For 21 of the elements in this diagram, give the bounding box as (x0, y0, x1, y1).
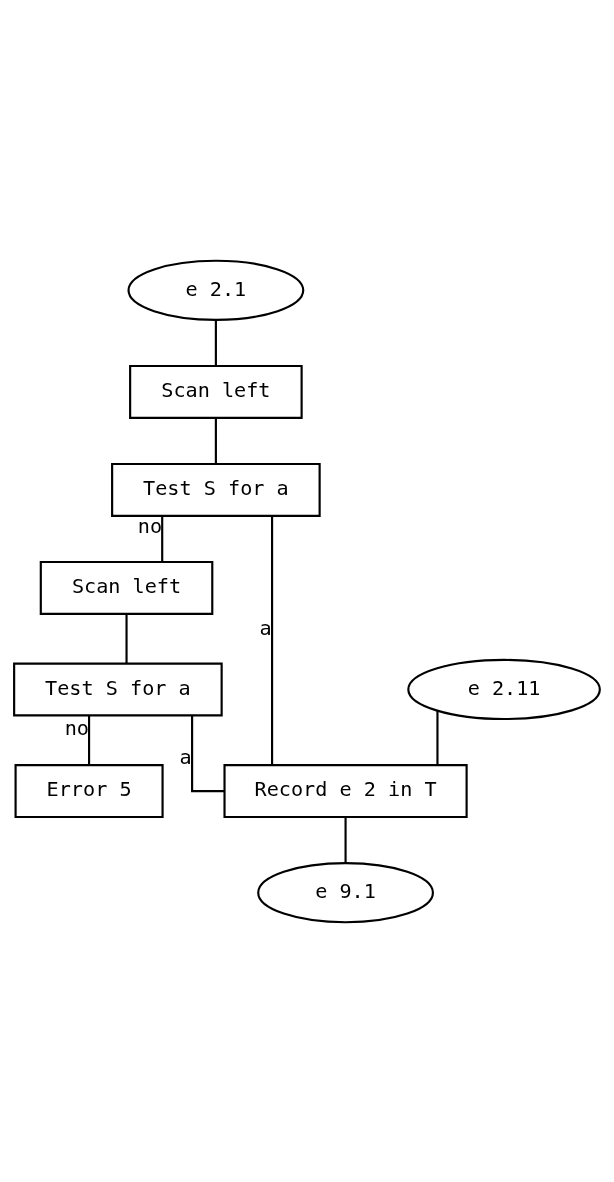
connector (125, 613, 128, 663)
node-box: Error 5 (14, 763, 164, 818)
connector (88, 715, 91, 765)
node-ellipse: e 2.11 (407, 658, 601, 720)
connector (436, 710, 439, 765)
connector (214, 417, 217, 464)
connector (191, 715, 225, 792)
node-ellipse: e 2.1 (127, 259, 305, 321)
node-box: Scan left (39, 560, 214, 615)
node-box: Test S for a (13, 661, 223, 716)
node-box: Scan left (129, 364, 303, 419)
connector (271, 515, 274, 765)
node-box: Record e 2 in T (223, 763, 468, 818)
edge-label: a (259, 615, 272, 640)
edge-label: no (64, 715, 89, 740)
edge-label: a (179, 744, 192, 769)
connector (214, 319, 217, 365)
node-ellipse: e 9.1 (257, 861, 434, 923)
node-box: Test S for a (111, 462, 321, 517)
connector (344, 816, 347, 863)
connector (161, 515, 164, 562)
